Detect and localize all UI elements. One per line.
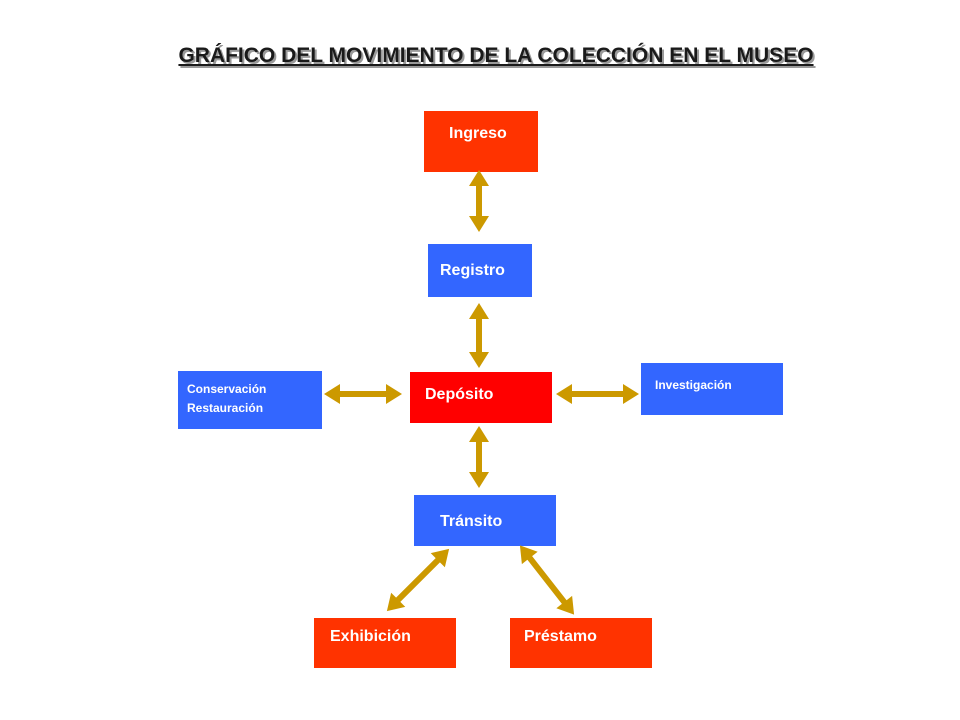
arrow-ingreso-registro bbox=[469, 170, 489, 232]
exhibicion-box: Exhibición bbox=[314, 618, 456, 668]
exhibicion-label: Exhibición bbox=[330, 628, 411, 645]
arrow-transito-prestamo bbox=[519, 545, 575, 615]
arrow-conservacion-deposito bbox=[324, 384, 402, 404]
registro-box: Registro bbox=[428, 244, 532, 297]
diagram-title: GRÁFICO DEL MOVIMIENTO DE LA COLECCIÓN E… bbox=[178, 44, 814, 67]
deposito-box: Depósito bbox=[410, 372, 552, 423]
ingreso-box: Ingreso bbox=[424, 111, 538, 172]
arrow-registro-deposito bbox=[469, 303, 489, 368]
deposito-label: Depósito bbox=[425, 386, 494, 403]
ingreso-label: Ingreso bbox=[449, 125, 507, 142]
investigacion-box: Investigación bbox=[641, 363, 783, 415]
prestamo-box: Préstamo bbox=[510, 618, 652, 668]
registro-label: Registro bbox=[440, 262, 505, 279]
arrow-deposito-transito bbox=[469, 426, 489, 488]
restauracion-label: Restauración bbox=[187, 401, 264, 415]
prestamo-label: Préstamo bbox=[524, 628, 597, 645]
arrow-transito-exhibicion bbox=[386, 548, 450, 612]
conservacion-label: Conservación bbox=[187, 382, 267, 396]
conservacion-restauracion-box: Conservación Restauración bbox=[178, 371, 322, 429]
transito-box: Tránsito bbox=[414, 495, 556, 546]
transito-label: Tránsito bbox=[440, 513, 503, 530]
arrow-deposito-investigacion bbox=[556, 384, 639, 404]
investigacion-label: Investigación bbox=[655, 378, 732, 392]
